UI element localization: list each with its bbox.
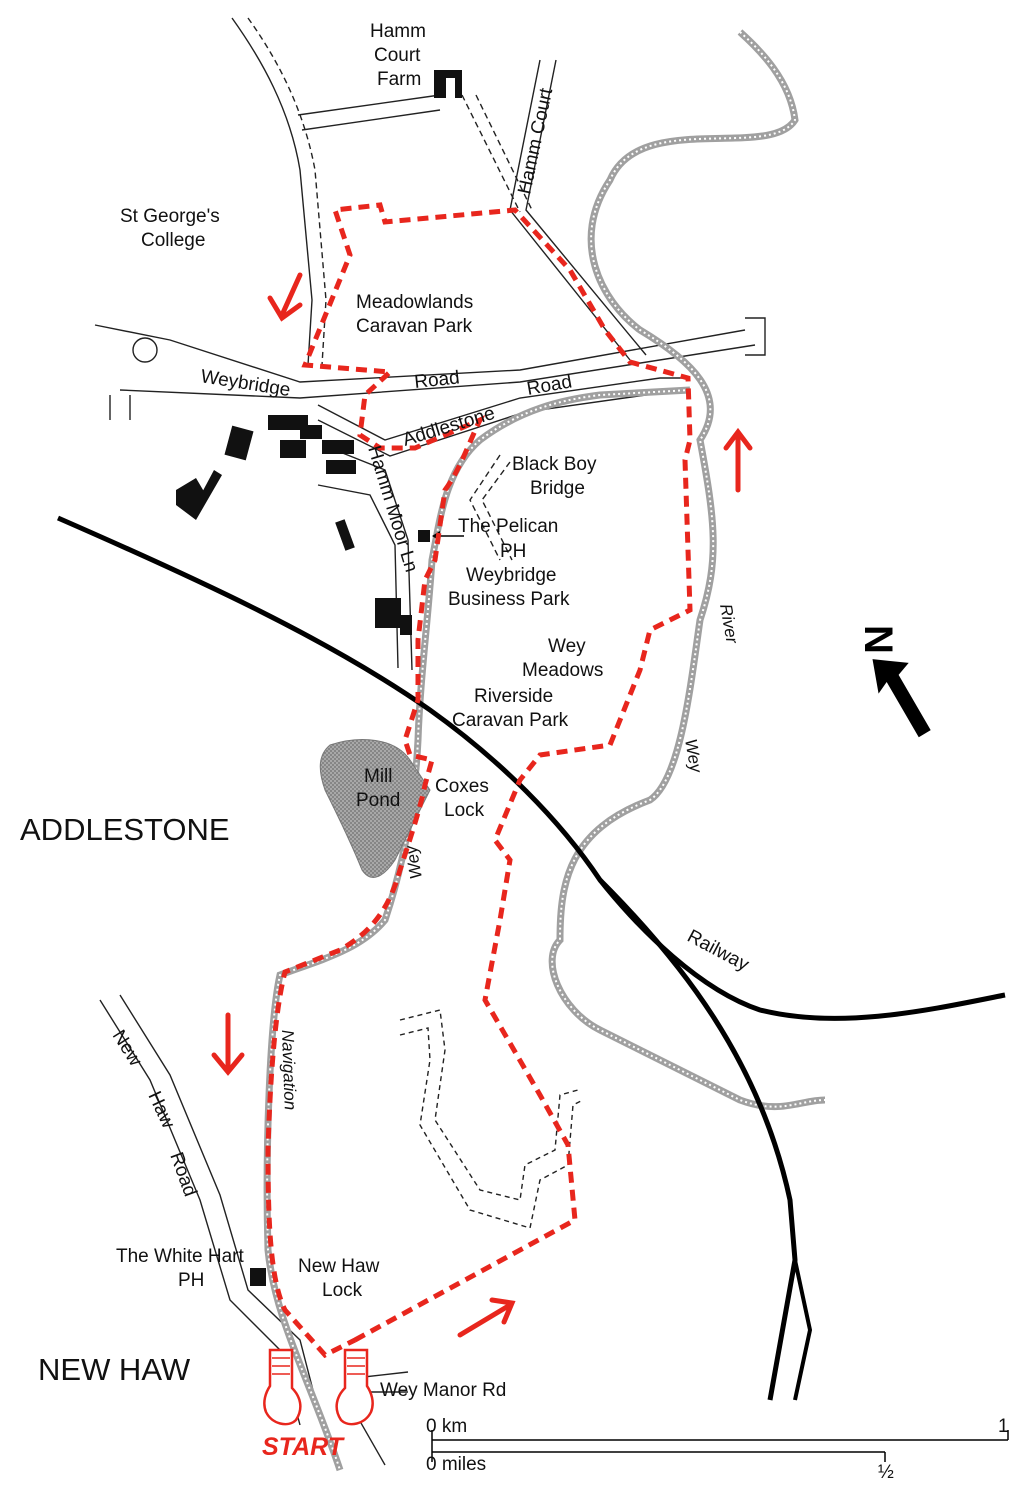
label-haw: Haw (143, 1088, 178, 1132)
label-addlestone: ADDLESTONE (20, 812, 230, 847)
label-hamm-court-farm-2: Court (374, 45, 421, 66)
label-new-haw: NEW HAW (38, 1352, 191, 1387)
label-mill-pond-1: Mill (364, 766, 393, 787)
meadow-track (399, 1009, 584, 1229)
label-hamm-court-road: Hamm Court (514, 86, 557, 196)
label-riverside-1: Riverside (474, 686, 553, 707)
labels: Hamm Court Farm St George's College Mead… (20, 21, 753, 1461)
scale-miles-zero: 0 miles (426, 1454, 486, 1475)
label-hamm-court-farm-1: Hamm (370, 21, 426, 42)
direction-arrows (211, 272, 753, 1338)
label-railway: Railway (684, 926, 753, 976)
scale-miles-half: ½ (878, 1462, 894, 1483)
label-st-georges-2: College (141, 230, 205, 251)
start-boots-icon (263, 1348, 374, 1426)
pelican-ph-marker (418, 530, 430, 542)
white-hart-marker (250, 1268, 266, 1286)
label-hamm-moor-ln: Hamm Moor Ln (363, 443, 421, 574)
walking-route (265, 202, 693, 1359)
label-wey-manor-rd: Wey Manor Rd (380, 1380, 506, 1401)
farm-access-road (297, 94, 533, 213)
college-drive (231, 17, 327, 366)
arrow-south-weybridge (267, 272, 303, 322)
label-pelican-1: The Pelican (458, 516, 558, 537)
arrow-north-river (723, 427, 753, 493)
north-label: N (856, 625, 900, 654)
label-coxes-lock-1: Coxes (435, 776, 489, 797)
arrow-northeast-start (457, 1297, 516, 1338)
buildings (176, 70, 462, 1286)
label-river: River (716, 602, 742, 646)
label-white-hart-1: The White Hart (116, 1246, 244, 1267)
label-black-boy-2: Bridge (530, 478, 585, 499)
label-st-georges-1: St George's (120, 206, 220, 227)
railway (56, 515, 1006, 1401)
scale-bar: 0 km 1 0 miles ½ (426, 1416, 1009, 1483)
mill-pond (319, 739, 431, 878)
label-coxes-lock-2: Lock (444, 800, 485, 821)
label-black-boy-1: Black Boy (512, 454, 597, 475)
label-hamm-court-farm-3: Farm (377, 69, 421, 90)
wey-navigation (263, 386, 691, 1472)
label-riverside-2: Caravan Park (452, 710, 569, 731)
label-meadowlands-2: Caravan Park (356, 316, 473, 337)
label-business-park-1: Weybridge (466, 565, 556, 586)
label-addlestone-road: Addlestone (400, 403, 497, 451)
label-start: START (262, 1433, 346, 1461)
hamm-court-farm-building (434, 70, 462, 98)
label-road-1: Road (413, 367, 460, 393)
label-road-3: Road (165, 1150, 200, 1200)
label-new-haw-lock-1: New Haw (298, 1256, 380, 1277)
north-arrow-icon: N (856, 625, 931, 738)
black-boy-bridge-path (469, 454, 513, 561)
label-navigation: Navigation (278, 1029, 300, 1110)
label-pelican-2: PH (500, 541, 526, 562)
scale-km-one: 1 (998, 1416, 1009, 1437)
label-road-2: Road (525, 371, 573, 400)
label-new-haw-lock-2: Lock (322, 1280, 363, 1301)
label-wey-meadows-1: Wey (548, 636, 586, 657)
label-wey-nav: Wey (401, 843, 426, 881)
label-white-hart-2: PH (178, 1270, 204, 1291)
arrow-south-navigation (211, 1012, 245, 1076)
label-wey-meadows-2: Meadows (522, 660, 603, 681)
label-business-park-2: Business Park (448, 589, 570, 610)
addlestone-road (317, 377, 690, 457)
label-wey-river: Wey (681, 737, 706, 775)
scale-km-zero: 0 km (426, 1416, 467, 1437)
roundabout (109, 337, 158, 420)
label-meadowlands-1: Meadowlands (356, 292, 473, 313)
label-mill-pond-2: Pond (356, 790, 400, 811)
